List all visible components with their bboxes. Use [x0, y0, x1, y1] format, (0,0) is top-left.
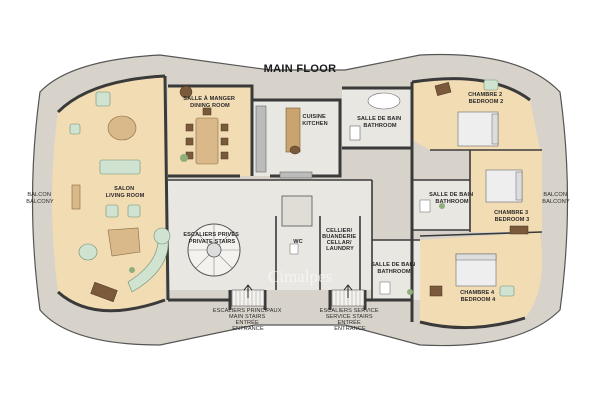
wc-label: WC	[293, 239, 303, 245]
wall-entrance	[168, 290, 412, 310]
living-furniture	[69, 85, 193, 303]
laundry-label: CELLIER/ BUANDERIE CELLAR/ LAUNDRY	[322, 228, 358, 252]
bedroom4-furniture	[429, 253, 515, 297]
main-stairs-icon	[231, 284, 265, 307]
bedroom2-label: CHAMBRE 2 BEDROOM 2	[468, 92, 504, 105]
service-stairs-icon	[331, 284, 365, 307]
kitchen-furniture	[255, 105, 313, 179]
bath-mid-label: SALLE DE BAIN BATHROOM	[429, 192, 475, 205]
laundry-floor	[320, 220, 360, 268]
bedroom3-label: CHAMBRE 3 BEDROOM 3	[494, 210, 530, 223]
elevator-icon	[281, 195, 313, 227]
dining-furniture	[185, 107, 229, 165]
wall-left-wing	[56, 74, 170, 313]
bath-top-label: SALLE DE BAIN BATHROOM	[357, 116, 403, 129]
main-entrance-label: ESCALIERS PRINCIPAUX MAIN STAIRS ENTRÉE …	[213, 308, 283, 332]
dining-label: SALLE À MANGER DINING ROOM	[183, 95, 236, 109]
plant-icons	[129, 154, 445, 295]
wall-dining	[168, 84, 254, 178]
bath-low-label: SALLE DE BAIN BATHROOM	[371, 262, 417, 275]
bedroom2-furniture	[434, 79, 499, 147]
bath-fixtures	[289, 199, 431, 295]
balcony-left-label: BALCON BALCONY	[26, 192, 54, 205]
page-title: MAIN FLOOR	[264, 63, 337, 75]
bedroom3-furniture	[485, 169, 529, 235]
salon-label: SALON LIVING ROOM	[106, 186, 145, 199]
private-stairs-icon	[187, 223, 241, 277]
service-entrance-label: ESCALIERS SERVICE SERVICE STAIRS ENTRÉE …	[320, 308, 381, 332]
bedroom4-label: CHAMBRE 4 BEDROOM 4	[460, 290, 496, 303]
wall-bedroom-dividers	[412, 149, 543, 237]
balcony-right-label: BALCON BALCONY	[542, 192, 570, 205]
watermark: Cimalpes	[268, 267, 332, 286]
stairs-label: ESCALIERS PRIVÉS PRIVATE STAIRS	[183, 230, 240, 245]
wall-right-wing	[410, 77, 531, 330]
wall-center	[168, 179, 420, 300]
bath-top-fixtures	[349, 92, 401, 141]
kitchen-label: CUISINE KITCHEN	[302, 114, 328, 127]
